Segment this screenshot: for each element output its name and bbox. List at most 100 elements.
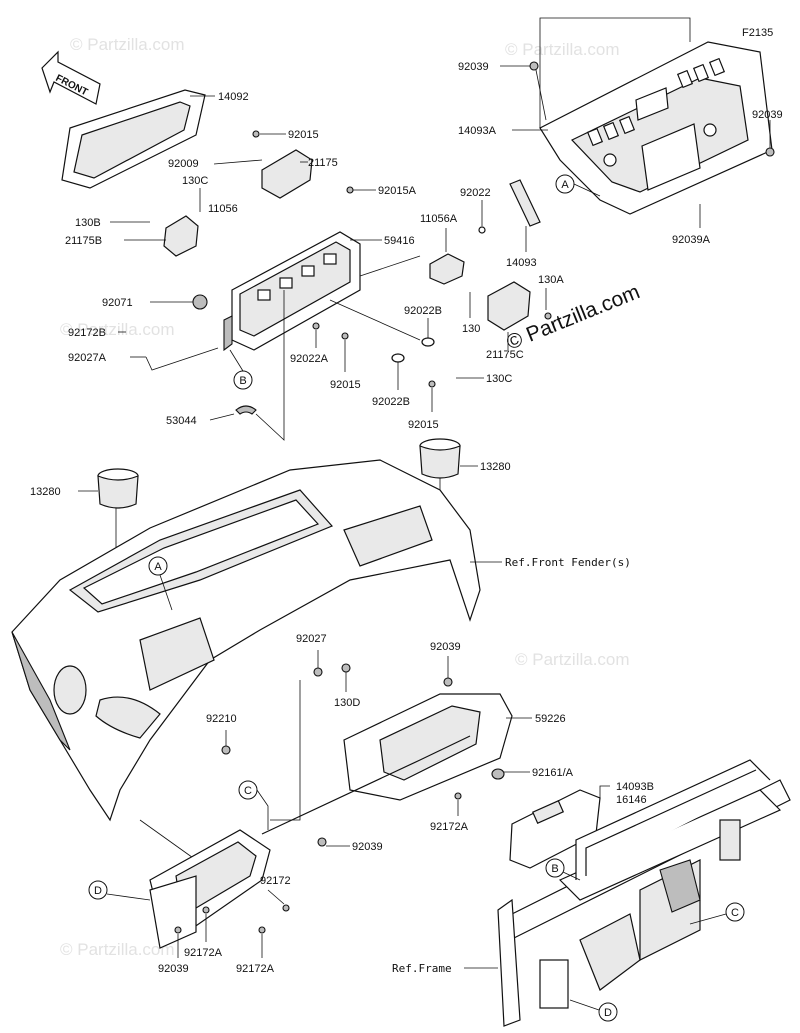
screw-92039-mid [443, 677, 453, 687]
label-130a: 130A [538, 274, 564, 286]
bolt-130d [341, 663, 351, 673]
lower-left-panel [149, 829, 271, 949]
part-21175c [487, 281, 531, 331]
label-92022: 92022 [460, 187, 491, 199]
watermark: © Partzilla.com [70, 35, 185, 54]
part-21175-relay [261, 149, 313, 199]
ref-front-fender: Ref.Front Fender(s) [505, 556, 631, 569]
screw-92039-lower [317, 837, 327, 847]
label-11056: 11056 [208, 203, 238, 215]
label-92172a-left: 92172A [184, 947, 223, 959]
label-92022b-lower: 92022B [372, 396, 410, 408]
ref-frame: Ref.Frame [392, 962, 452, 975]
label-92015-center: 92015 [330, 379, 361, 391]
bolt-130a [544, 312, 552, 320]
part-21175b [163, 215, 199, 257]
label-14093b: 14093B [616, 781, 654, 793]
callout-b-frame-label: B [551, 863, 558, 875]
clip-53044 [235, 405, 257, 415]
nut-92015a [346, 186, 354, 194]
label-14093: 14093 [506, 257, 537, 269]
callout-a-top-label: A [561, 179, 569, 191]
screw-92172a-mid [454, 792, 462, 800]
callout-b-label: B [239, 375, 246, 387]
label-11056a: 11056A [420, 213, 458, 225]
dashboard-shell [11, 459, 481, 822]
cup-holder-right [419, 438, 461, 479]
part-11056a [429, 253, 465, 285]
part-59416-board [223, 231, 361, 352]
label-92039-lower: 92039 [352, 841, 383, 853]
nut-92015-center [341, 332, 349, 340]
label-130b: 130B [75, 217, 101, 229]
label-59416: 59416 [384, 235, 415, 247]
label-92009: 92009 [168, 158, 199, 170]
screw-92172a-left [202, 906, 210, 914]
callout-a-bottom [148, 556, 168, 576]
label-92210: 92210 [206, 713, 237, 725]
screw-92172a-right [258, 926, 266, 934]
washer-92022a [312, 322, 320, 330]
screw-92039-right [765, 147, 775, 157]
washer-92022b-right [421, 337, 435, 347]
label-92039a: 92039A [672, 234, 711, 246]
callout-d-left-label: D [94, 885, 102, 897]
part-59226-console [261, 693, 513, 835]
callout-c-frame-label: C [731, 907, 739, 919]
strip-14093 [509, 179, 541, 227]
washer-92022 [478, 226, 486, 234]
label-92172a-right: 92172A [236, 963, 275, 975]
label-92172b: 92172B [68, 327, 106, 339]
callout-d-frame-label: D [604, 1007, 612, 1019]
label-92015-lower: 92015 [408, 419, 439, 431]
label-14092: 14092 [218, 91, 249, 103]
callout-d-left [88, 880, 108, 900]
label-21175: 21175 [308, 157, 338, 169]
label-92172a-mid: 92172A [430, 821, 469, 833]
callout-c-frame [725, 902, 745, 922]
screw-92015 [252, 130, 260, 138]
grommet-92161a [491, 768, 505, 780]
label-53044: 53044 [166, 415, 197, 427]
figure-code: F2135 [742, 27, 773, 39]
label-92039-top: 92039 [458, 61, 489, 73]
nut-92210 [221, 745, 231, 755]
callout-a-bottom-label: A [154, 561, 162, 573]
label-130d: 130D [334, 697, 360, 709]
label-92161a: 92161/A [532, 767, 574, 779]
watermark: © Partzilla.com [60, 940, 175, 959]
screw-92039-top [529, 61, 539, 71]
nut-92015-lower [428, 380, 436, 388]
callout-d-frame [598, 1002, 618, 1022]
label-14093a: 14093A [458, 125, 497, 137]
cup-holder-left [97, 468, 139, 509]
nut-92027 [313, 667, 323, 677]
label-16146: 16146 [616, 794, 647, 806]
part-14092-tray [61, 89, 215, 189]
label-92039-mid: 92039 [430, 641, 461, 653]
label-130c-right: 130C [486, 373, 512, 385]
frame-structure [497, 759, 791, 1027]
callout-c-left-label: C [244, 785, 252, 797]
label-92022b-upper: 92022B [404, 305, 442, 317]
label-13280-left: 13280 [30, 486, 61, 498]
watermark: © Partzilla.com [505, 40, 620, 59]
label-130c-left: 130C [182, 175, 208, 187]
label-92071: 92071 [102, 297, 133, 309]
grommet-92071 [192, 294, 208, 310]
label-130: 130 [462, 323, 480, 335]
label-92015-top: 92015 [288, 129, 319, 141]
label-92027: 92027 [296, 633, 327, 645]
label-13280-right: 13280 [480, 461, 511, 473]
part-14093a-panel [539, 41, 773, 215]
label-21175c: 21175C [486, 349, 524, 361]
label-92039-bottom: 92039 [158, 963, 189, 975]
label-92022a: 92022A [290, 353, 329, 365]
label-21175b: 21175B [65, 235, 102, 247]
screw-92039-bottom [174, 926, 182, 934]
front-arrow-icon: FRONT [41, 50, 101, 105]
label-92172: 92172 [260, 875, 291, 887]
watermark: © Partzilla.com [60, 320, 175, 339]
washer-92022b-left [391, 353, 405, 363]
